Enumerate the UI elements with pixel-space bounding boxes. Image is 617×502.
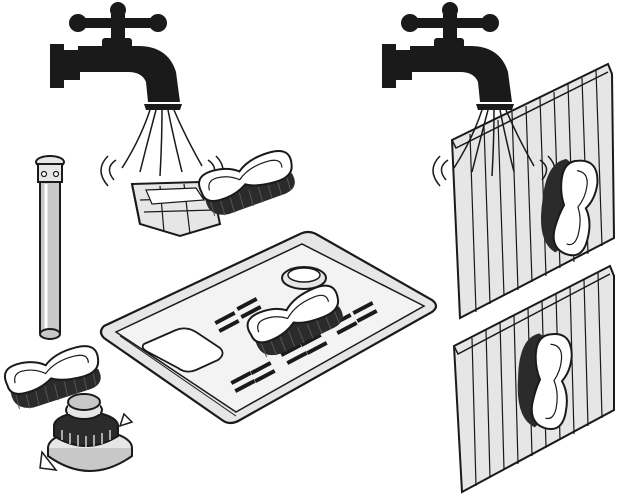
brush-upper-left [196,147,301,219]
round-filter [40,394,132,471]
cylinder-filter [36,156,64,339]
left-faucet [50,2,182,110]
right-faucet [382,2,514,110]
